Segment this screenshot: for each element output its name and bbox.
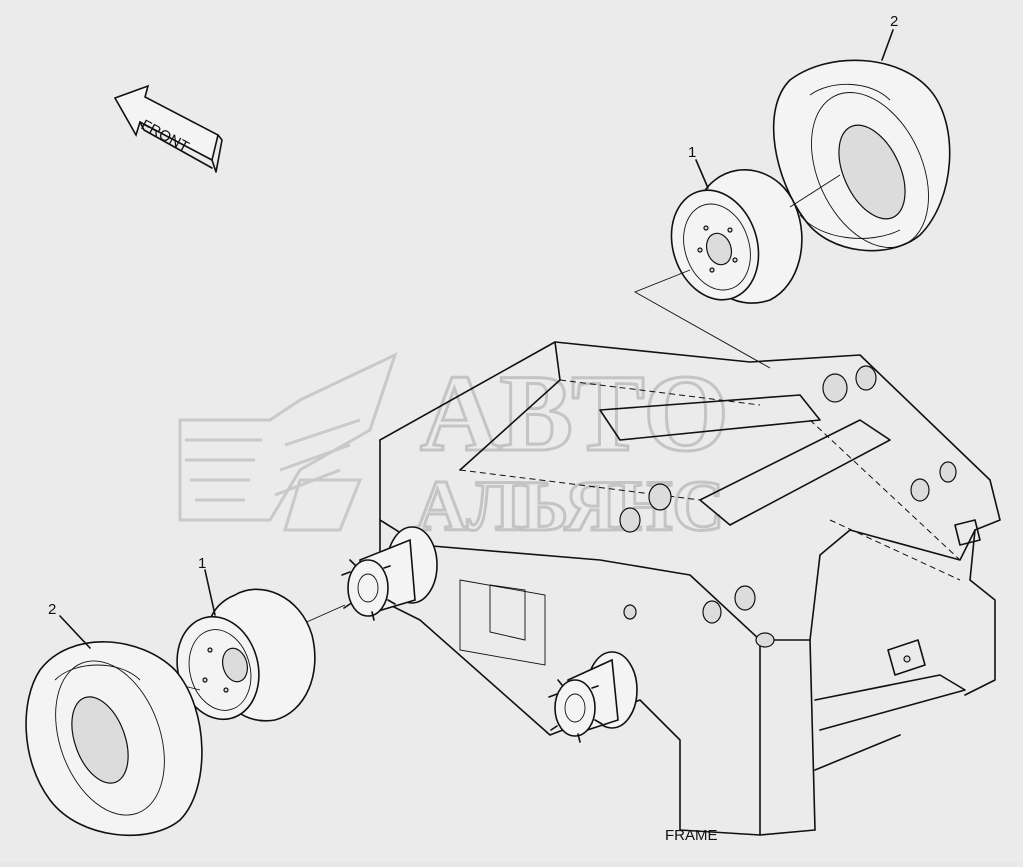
callout-leader-tire-lower bbox=[59, 615, 91, 649]
frame-caption: FRAME bbox=[665, 827, 718, 844]
watermark-text-line2: АЛЬЯНС bbox=[415, 466, 724, 546]
front-direction-arrow: FRONT bbox=[113, 84, 223, 173]
lower-rear-hub bbox=[548, 658, 619, 743]
watermark-logo bbox=[178, 352, 398, 532]
callout-tire-upper: 2 bbox=[890, 13, 898, 30]
assembly-line-upper bbox=[789, 174, 841, 208]
lower-wheel bbox=[176, 588, 316, 722]
lower-front-hub bbox=[341, 538, 416, 621]
callout-leader-tire-upper bbox=[881, 29, 894, 61]
upper-wheel bbox=[670, 169, 803, 304]
callout-leader-wheel-upper bbox=[695, 159, 709, 189]
assembly-line-upper-hub bbox=[633, 269, 771, 369]
upper-tire bbox=[772, 59, 951, 252]
callout-tire-lower: 2 bbox=[48, 601, 56, 618]
lower-tire bbox=[25, 641, 203, 837]
callout-wheel-lower: 1 bbox=[198, 555, 206, 572]
callout-wheel-upper: 1 bbox=[688, 144, 696, 161]
watermark-text-line1: АВТО bbox=[420, 352, 729, 474]
callout-leader-wheel-lower bbox=[204, 569, 216, 616]
